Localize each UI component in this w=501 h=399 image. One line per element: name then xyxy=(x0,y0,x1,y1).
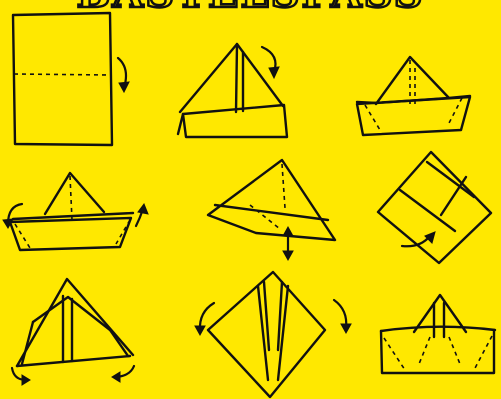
step-8-diamond-pull xyxy=(195,272,351,397)
open-arrow-icon xyxy=(283,227,293,260)
fold-arrow-icon xyxy=(262,47,279,78)
pull-left-arrow-icon xyxy=(3,204,22,228)
step-6-square xyxy=(378,152,491,263)
step-4-boat-open xyxy=(3,173,148,250)
turn-arrow-icon xyxy=(402,232,435,246)
fold-down-right-arrow-icon xyxy=(112,366,134,382)
fold-arrow-icon xyxy=(118,58,129,92)
step-1-rectangle xyxy=(13,13,129,145)
fold-down-left-arrow-icon xyxy=(12,368,30,385)
pull-left-arrow-icon xyxy=(195,303,214,335)
pull-right-arrow-icon xyxy=(136,204,148,226)
step-5-diamond xyxy=(208,160,335,260)
step-3-boat xyxy=(357,57,470,135)
step-9-finished-boat xyxy=(381,295,495,373)
step-2-hat xyxy=(178,44,287,137)
pull-right-arrow-icon xyxy=(334,300,351,333)
step-7-triangle xyxy=(12,279,134,385)
